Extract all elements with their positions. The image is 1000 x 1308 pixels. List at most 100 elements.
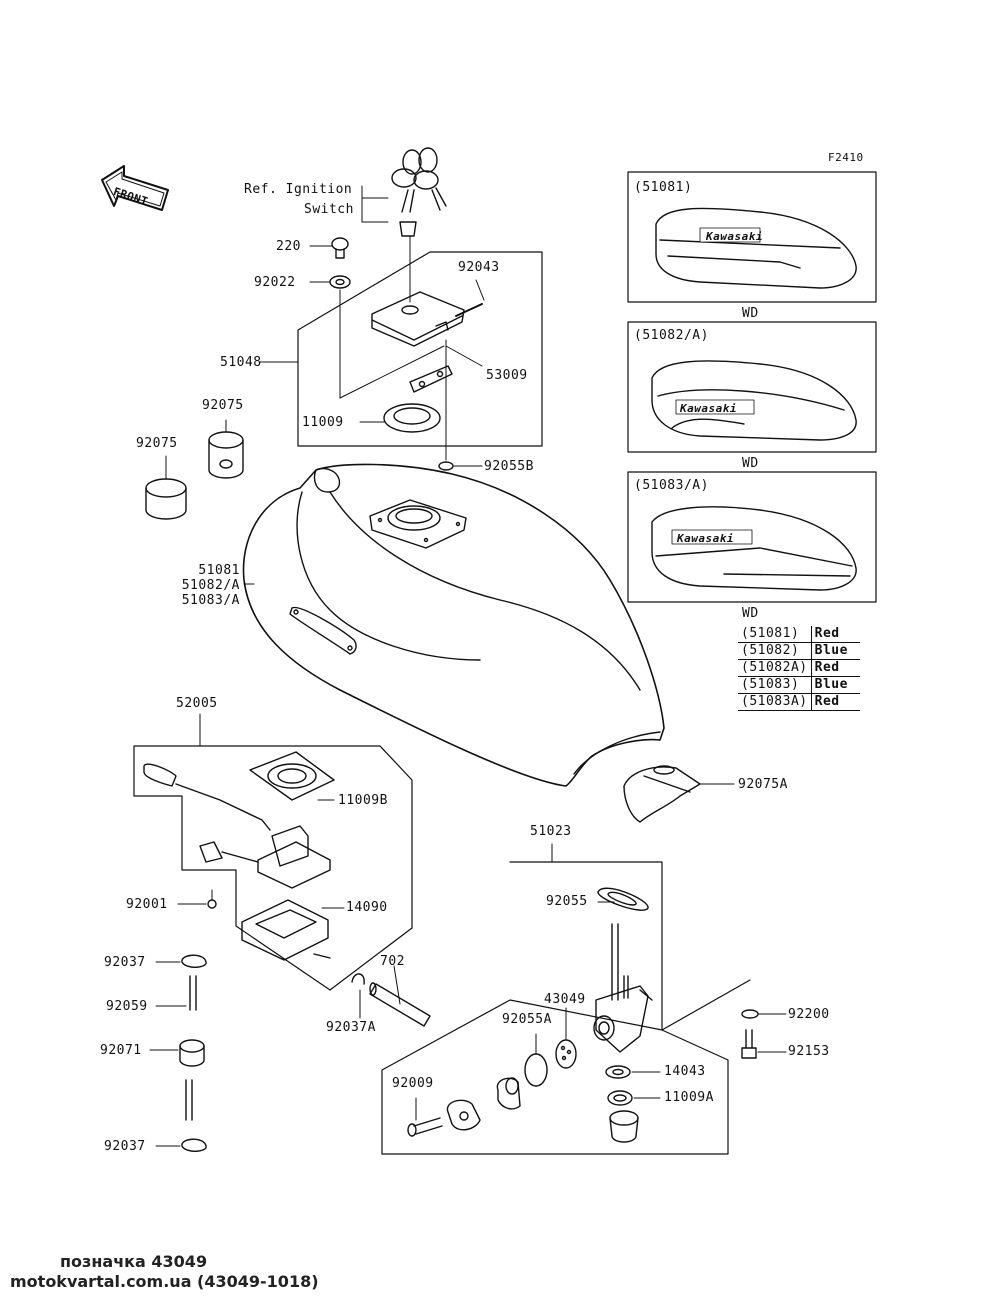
part-label: 92059 [106, 999, 148, 1014]
table-cell-color: Blue [811, 676, 860, 694]
part-label: 92043 [458, 260, 500, 275]
part-label: 14043 [664, 1064, 706, 1079]
part-label: 220 [276, 239, 301, 254]
washer-92022-icon [309, 275, 351, 289]
hose-lower-icon [185, 1079, 193, 1121]
part-label: 92037 [104, 955, 146, 970]
part-label: 92075 [136, 436, 178, 451]
decal-note: WD [742, 606, 759, 621]
table-cell-code: (51083) [738, 676, 812, 694]
fuel-cap-icon [371, 291, 465, 347]
oring-92055a-icon [524, 1053, 548, 1087]
part-label: 51081 [198, 563, 240, 578]
clip-92037a-icon [351, 973, 365, 985]
oring-92055b-icon [438, 461, 454, 471]
table-row: (51082A) Red [738, 659, 860, 677]
gasket-11009-icon [383, 403, 441, 433]
part-label: 51083/A [181, 593, 240, 608]
table-row: (51082) Blue [738, 642, 860, 660]
decal-panel-51081 [627, 171, 877, 303]
oring-11009a-icon [607, 1090, 633, 1106]
hose-702-icon [369, 982, 431, 1027]
part-label: 51023 [530, 824, 572, 839]
part-label: 92153 [788, 1044, 830, 1059]
fuel-valve-icon [593, 923, 653, 1053]
part-label: 92075 [202, 398, 244, 413]
fuel-sender-52005-icon [143, 751, 335, 909]
decal-panel-label: (51083/A) [634, 478, 709, 493]
table-cell-color: Red [811, 659, 860, 677]
table-cell-code: (51083A) [738, 693, 812, 711]
part-label: 92037 [104, 1139, 146, 1154]
bolt-220-icon [309, 237, 349, 259]
latch-53009-icon [409, 365, 453, 393]
table-row: (51083) Blue [738, 676, 860, 694]
table-cell-color: Red [811, 626, 860, 643]
part-label: 11009B [338, 793, 388, 808]
fuel-cup-icon [609, 1110, 639, 1143]
clip-92037-icon [155, 954, 207, 968]
part-label: 92009 [392, 1076, 434, 1091]
cushion-92075-icon [145, 455, 187, 520]
diagram-id: F2410 [828, 151, 864, 164]
clip-92037-lower-icon [155, 1138, 207, 1152]
decal-note: WD [742, 456, 759, 471]
valve-lever-icon [496, 1077, 521, 1110]
part-label: 92022 [254, 275, 296, 290]
grommet-92071-icon [149, 1039, 205, 1067]
strainer-43049-icon [555, 1039, 577, 1069]
part-label: 11009 [302, 415, 344, 430]
strainer-14090-icon [241, 899, 331, 961]
cushion-92075a-icon [623, 765, 701, 823]
decal-note: WD [742, 306, 759, 321]
part-label: 53009 [486, 368, 528, 383]
part-label: 92071 [100, 1043, 142, 1058]
gasket-92055-icon [597, 887, 649, 911]
footer-source: motokvartal.com.ua (43049-1018) [10, 1272, 319, 1291]
color-table: (51081) Red (51082) Blue (51082A) Red (5… [738, 626, 860, 711]
table-cell-color: Blue [811, 642, 860, 660]
hose-92059-icon [189, 975, 197, 1011]
table-cell-code: (51082A) [738, 659, 812, 677]
table-row: (51083A) Red [738, 693, 860, 711]
screw-92009-icon [407, 1117, 443, 1137]
table-row: (51081) Red [738, 626, 860, 643]
table-cell-code: (51081) [738, 626, 812, 643]
decal-brand: Kawasaki [677, 532, 734, 545]
part-label: 92075A [738, 777, 788, 792]
part-label: 11009A [664, 1090, 714, 1105]
part-label: 51048 [220, 355, 262, 370]
ref-ignition-line1: Ref. Ignition [244, 182, 353, 197]
part-label: 14090 [346, 900, 388, 915]
decal-panel-51083a [627, 471, 877, 603]
part-label: 92037A [326, 1020, 376, 1035]
table-cell-color: Red [811, 693, 860, 711]
decal-panel-51082a [627, 321, 877, 453]
cushion-92075-icon [208, 419, 244, 479]
part-label: 43049 [544, 992, 586, 1007]
part-label: 92200 [788, 1007, 830, 1022]
part-label: 51082/A [181, 578, 240, 593]
front-arrow-icon [101, 165, 169, 211]
decal-brand: Kawasaki [706, 230, 763, 243]
part-label: 92055B [484, 459, 534, 474]
part-label: 92055 [546, 894, 588, 909]
bolt-92153-icon [741, 1029, 757, 1059]
decal-panel-label: (51081) [634, 180, 693, 195]
decal-panel-label: (51082/A) [634, 328, 709, 343]
part-label: 52005 [176, 696, 218, 711]
part-label: 702 [380, 954, 405, 969]
ignition-keys-icon [391, 147, 447, 237]
footer-note: позначка 43049 [60, 1252, 208, 1271]
ref-ignition-line2: Switch [304, 202, 354, 217]
part-label: 92001 [126, 897, 168, 912]
filter-14043-icon [605, 1065, 631, 1079]
table-cell-code: (51082) [738, 642, 812, 660]
decal-brand: Kawasaki [680, 402, 737, 415]
part-label: 92055A [502, 1012, 552, 1027]
valve-plate-icon [446, 1099, 481, 1131]
washer-92200-icon [741, 1009, 759, 1019]
fuel-tank-icon [242, 463, 665, 787]
